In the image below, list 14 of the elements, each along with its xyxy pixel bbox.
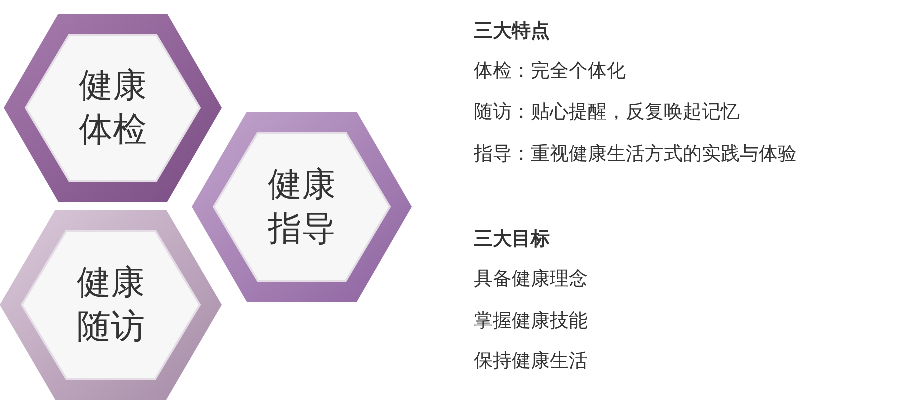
section-heading: 三大特点 xyxy=(474,19,550,44)
list-item: 保持健康生活 xyxy=(474,349,588,374)
tile-label: 健康体检 xyxy=(78,65,148,152)
list-item: 掌握健康技能 xyxy=(474,309,588,334)
hexagon-tile xyxy=(192,112,412,302)
list-item: 指导：重视健康生活方式的实践与体验 xyxy=(474,142,797,167)
tile-label: 健康随访 xyxy=(76,262,146,349)
tile-label: 健康指导 xyxy=(267,164,337,251)
hexagon-tile xyxy=(4,14,222,202)
list-item: 随访：贴心提醒，反复唤起记忆 xyxy=(474,100,740,125)
section-heading: 三大目标 xyxy=(474,227,550,252)
list-item: 体检：完全个体化 xyxy=(474,59,626,84)
hexagon-tile xyxy=(0,210,222,400)
list-item: 具备健康理念 xyxy=(474,267,588,292)
